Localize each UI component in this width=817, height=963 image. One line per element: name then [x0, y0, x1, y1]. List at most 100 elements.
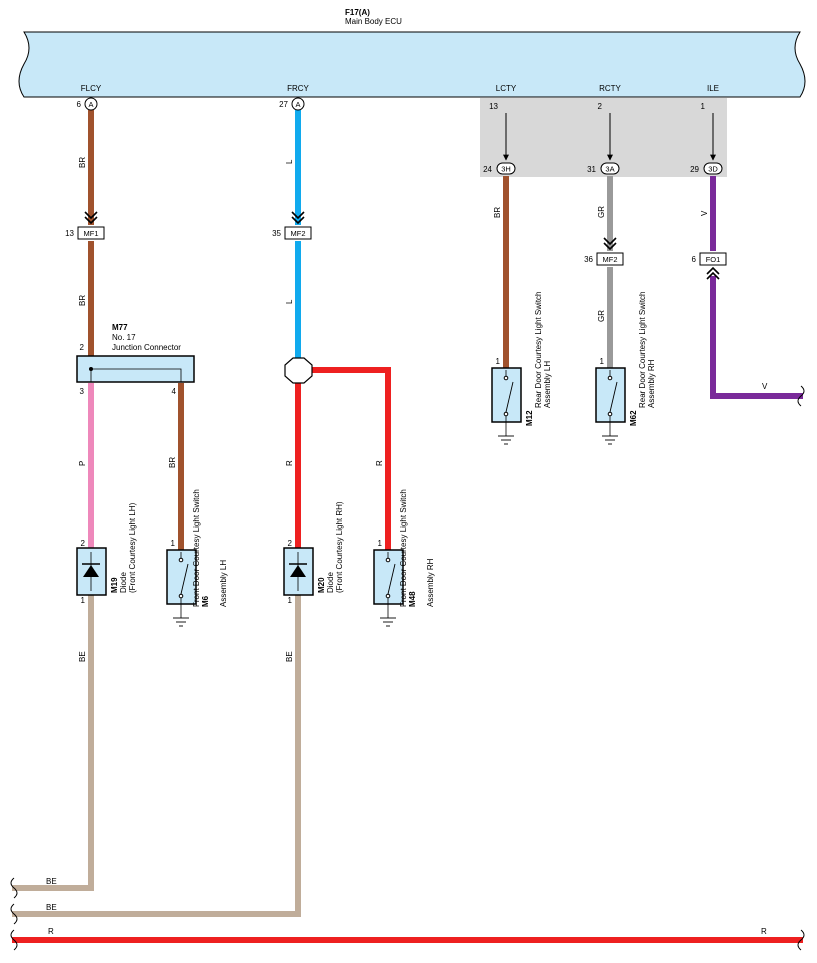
- ecu-body: [18, 31, 806, 98]
- svg-text:2: 2: [81, 539, 86, 548]
- svg-text:R: R: [375, 460, 384, 466]
- ecu-terminal-frcy: FRCY 27 A: [279, 84, 310, 111]
- svg-text:MF2: MF2: [291, 229, 306, 238]
- junction-connector-3h: 24 3H: [483, 162, 516, 175]
- ecu-terminal-rcty: RCTY 2: [598, 84, 622, 111]
- svg-text:M77: M77: [112, 323, 128, 332]
- svg-text:2: 2: [288, 539, 293, 548]
- svg-text:6: 6: [692, 255, 697, 264]
- junction-arrows: [503, 113, 716, 161]
- svg-text:2: 2: [80, 343, 85, 352]
- connector-mf2-left: 35 MF2: [272, 211, 312, 240]
- svg-text:GR: GR: [597, 206, 606, 218]
- svg-text:1: 1: [378, 539, 383, 548]
- connector-fo1: 6 FO1: [692, 252, 727, 280]
- diode-m20: 2 1 M20 Diode (Front Courtesy Light RH): [283, 501, 344, 605]
- diode-m19: 2 1 M19 Diode (Front Courtesy Light LH): [76, 502, 137, 605]
- svg-text:24: 24: [483, 165, 492, 174]
- connector-mf1: 13 MF1: [65, 211, 105, 240]
- svg-text:1: 1: [81, 596, 86, 605]
- svg-text:A: A: [295, 100, 300, 109]
- svg-text:R: R: [285, 460, 294, 466]
- junction-connector-m77: M77 No. 17 Junction Connector 2 3 4: [76, 323, 195, 396]
- svg-text:1: 1: [701, 102, 706, 111]
- svg-text:Diode: Diode: [326, 572, 335, 593]
- ecu-terminal-lcty: LCTY 13: [489, 84, 517, 111]
- svg-text:(Front Courtesy Light RH): (Front Courtesy Light RH): [335, 501, 344, 593]
- svg-text:P: P: [78, 461, 87, 466]
- ecu-name: Main Body ECU: [345, 17, 402, 26]
- svg-text:Rear Door Courtesy Light Switc: Rear Door Courtesy Light Switch: [638, 292, 647, 409]
- svg-text:13: 13: [65, 229, 74, 238]
- svg-text:Front Door Courtesy Light Swit: Front Door Courtesy Light Switch: [399, 489, 408, 607]
- svg-text:M20: M20: [317, 577, 326, 593]
- svg-text:3H: 3H: [501, 165, 511, 174]
- ecu-terminal-flcy: FLCY 6 A: [77, 84, 102, 111]
- svg-text:4: 4: [172, 387, 177, 396]
- wire-m19-out: [12, 595, 94, 891]
- harness-breaks: [10, 385, 805, 951]
- main-body-ecu: F17(A) Main Body ECU: [18, 8, 806, 98]
- svg-text:BR: BR: [78, 157, 87, 168]
- svg-text:MF1: MF1: [84, 229, 99, 238]
- switch-m48: 1 M48 Front Door Courtesy Light Switch A…: [373, 489, 435, 627]
- svg-text:3: 3: [80, 387, 85, 396]
- connector-mf2-right: 36 MF2: [584, 237, 624, 266]
- wire-m48-in: [310, 367, 391, 550]
- svg-text:Assembly LH: Assembly LH: [543, 361, 552, 408]
- svg-text:GR: GR: [597, 310, 606, 322]
- svg-text:BE: BE: [46, 903, 57, 912]
- svg-text:BE: BE: [46, 877, 57, 886]
- wire-color-labels: BR BR L L BR GR GR V V P BR R R BE BE BE…: [46, 157, 768, 936]
- svg-text:Assembly RH: Assembly RH: [426, 558, 435, 607]
- svg-text:29: 29: [690, 165, 699, 174]
- svg-text:M12: M12: [525, 410, 534, 426]
- svg-text:Junction Connector: Junction Connector: [112, 343, 181, 352]
- svg-text:1: 1: [600, 357, 605, 366]
- svg-text:M6: M6: [201, 595, 210, 607]
- svg-text:RCTY: RCTY: [599, 84, 621, 93]
- svg-text:V: V: [700, 210, 709, 216]
- svg-text:BR: BR: [78, 295, 87, 306]
- splice-point: [284, 357, 313, 384]
- svg-text:A: A: [88, 100, 93, 109]
- svg-text:R: R: [761, 927, 767, 936]
- svg-text:Diode: Diode: [119, 572, 128, 593]
- svg-text:BR: BR: [493, 207, 502, 218]
- svg-text:2: 2: [598, 102, 603, 111]
- svg-text:35: 35: [272, 229, 281, 238]
- svg-text:36: 36: [584, 255, 593, 264]
- svg-text:No. 17: No. 17: [112, 333, 136, 342]
- svg-text:FRCY: FRCY: [287, 84, 309, 93]
- junction-connector-3a: 31 3A: [587, 162, 620, 175]
- svg-text:BE: BE: [285, 651, 294, 662]
- ecu-terminal-ile: ILE 1: [701, 84, 719, 111]
- svg-text:MF2: MF2: [603, 255, 618, 264]
- wire-m20-out: [12, 595, 301, 917]
- ecu-code: F17(A): [345, 8, 370, 17]
- svg-text:ILE: ILE: [707, 84, 719, 93]
- svg-text:M48: M48: [408, 591, 417, 607]
- svg-text:Rear Door Courtesy Light Switc: Rear Door Courtesy Light Switch: [534, 292, 543, 409]
- svg-text:(Front Courtesy Light LH): (Front Courtesy Light LH): [128, 502, 137, 593]
- svg-text:BE: BE: [78, 651, 87, 662]
- svg-text:3A: 3A: [605, 165, 614, 174]
- svg-text:1: 1: [171, 539, 176, 548]
- junction-connector-3d: 29 3D: [690, 162, 723, 175]
- svg-text:BR: BR: [168, 457, 177, 468]
- switch-m12: 1 M12 Rear Door Courtesy Light Switch As…: [491, 292, 552, 445]
- svg-text:31: 31: [587, 165, 596, 174]
- svg-text:R: R: [48, 927, 54, 936]
- svg-text:L: L: [285, 159, 294, 164]
- wires: [12, 110, 803, 943]
- svg-text:V: V: [762, 382, 768, 391]
- svg-text:1: 1: [288, 596, 293, 605]
- svg-text:1: 1: [496, 357, 501, 366]
- svg-text:Assembly LH: Assembly LH: [219, 560, 228, 607]
- svg-text:M62: M62: [629, 410, 638, 426]
- svg-text:3D: 3D: [708, 165, 718, 174]
- svg-text:Front Door Courtesy Light Swit: Front Door Courtesy Light Switch: [192, 489, 201, 607]
- svg-text:13: 13: [489, 102, 498, 111]
- svg-text:LCTY: LCTY: [496, 84, 517, 93]
